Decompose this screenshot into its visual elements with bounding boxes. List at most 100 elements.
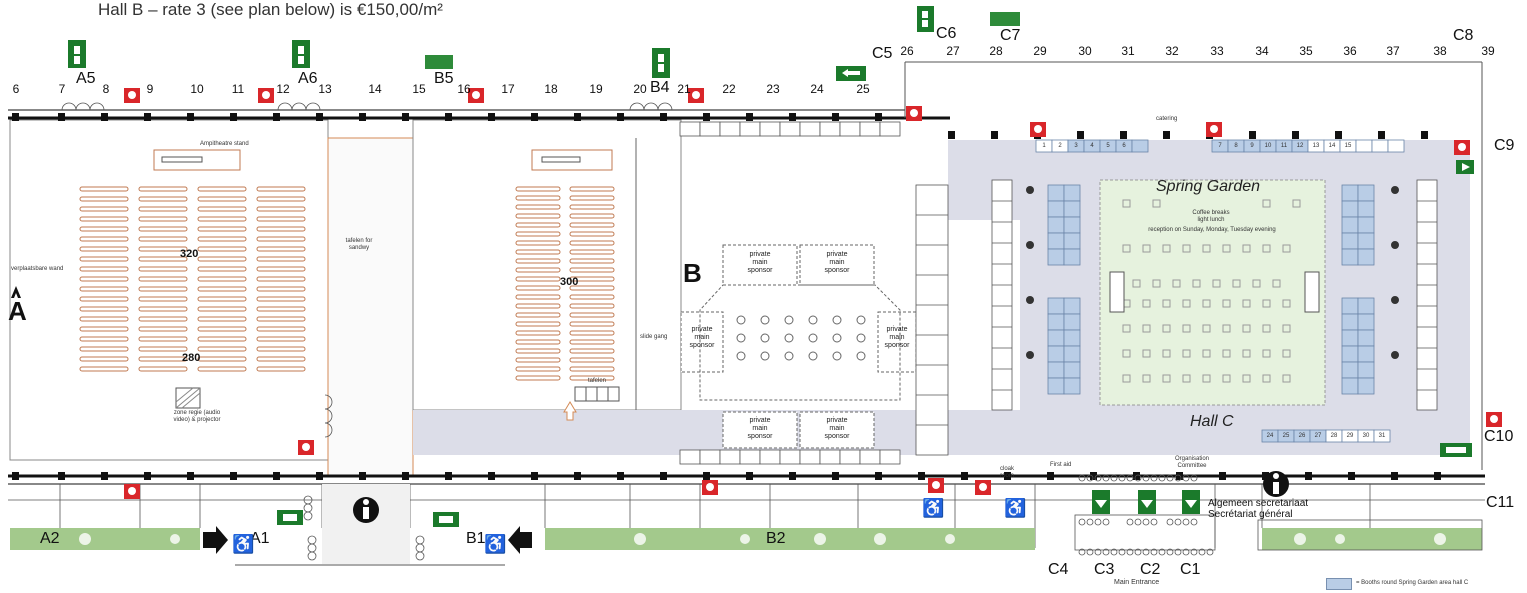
exit-label-c6: C6 bbox=[936, 25, 957, 42]
garden-note-2: light lunch bbox=[1197, 217, 1225, 223]
wheelchair-icon: ♿ bbox=[484, 534, 507, 554]
exit-label-b2: B2 bbox=[766, 530, 786, 547]
booth-number: 1 bbox=[1042, 143, 1046, 149]
hall-b-seating bbox=[515, 186, 615, 381]
garden-note-3: reception on Sunday, Monday, Tuesday eve… bbox=[1148, 227, 1276, 233]
service-rooms bbox=[8, 484, 1485, 548]
hall-a-tables-note: tafelen for sandwy bbox=[345, 238, 373, 251]
cloak-room-label: cloak room bbox=[999, 466, 1014, 479]
grass-trees bbox=[79, 533, 1446, 545]
column-number: 24 bbox=[810, 82, 824, 96]
wheelchair-icon: ♿ bbox=[1004, 498, 1027, 518]
column-number: 16 bbox=[457, 82, 471, 96]
entrance-arrow-b1-icon bbox=[508, 526, 532, 554]
exit-label-a5: A5 bbox=[76, 70, 96, 87]
wheelchair-icon: ♿ bbox=[232, 534, 255, 554]
booth-number: 2 bbox=[1058, 143, 1062, 149]
exit-label-c9: C9 bbox=[1494, 137, 1515, 154]
booth-number: 24 bbox=[1266, 433, 1274, 439]
column-number: 27 bbox=[946, 44, 960, 58]
booth-number: 15 bbox=[1344, 143, 1352, 149]
column-number: 19 bbox=[589, 82, 603, 96]
alarm-markers bbox=[124, 88, 1502, 499]
column-number: 39 bbox=[1481, 44, 1495, 58]
booth-number: 4 bbox=[1090, 143, 1094, 149]
booth-number: 8 bbox=[1234, 143, 1238, 149]
organisation-label: Organisation Committee bbox=[1174, 456, 1210, 469]
garden-note-1: Coffee breaks bbox=[1192, 210, 1230, 216]
exit-label-c10: C10 bbox=[1484, 428, 1514, 445]
booth-number: 28 bbox=[1330, 433, 1338, 439]
exit-label-c2: C2 bbox=[1140, 561, 1161, 578]
exit-label-c11: C11 bbox=[1486, 494, 1515, 511]
booth-number: 10 bbox=[1264, 143, 1272, 149]
hall-c-right-booths bbox=[1341, 184, 1375, 395]
revolving-doors bbox=[303, 495, 425, 561]
column-number: 25 bbox=[856, 82, 870, 96]
hall-b-stage bbox=[531, 149, 613, 171]
entrance-arrow-a1-icon bbox=[203, 526, 228, 554]
exit-label-c5: C5 bbox=[872, 45, 893, 62]
door-arcs bbox=[61, 102, 673, 438]
hall-c-label: Hall C bbox=[1190, 413, 1234, 430]
spring-garden-title: Spring Garden bbox=[1156, 178, 1261, 195]
column-number: 10 bbox=[190, 82, 204, 96]
column-number: 14 bbox=[368, 82, 382, 96]
booth-number: 3 bbox=[1074, 143, 1078, 149]
garden-tables bbox=[1122, 199, 1301, 383]
exit-label-b1: B1 bbox=[466, 530, 486, 547]
column-number: 23 bbox=[766, 82, 780, 96]
column-number: 33 bbox=[1210, 44, 1224, 58]
main-entrance-doors bbox=[1074, 474, 1216, 556]
hall-a-arrow-icon bbox=[11, 286, 21, 298]
column-number: 28 bbox=[989, 44, 1003, 58]
round-tables bbox=[736, 315, 866, 361]
top-stand-row bbox=[679, 121, 901, 137]
column-number: 11 bbox=[231, 82, 245, 96]
hall-a-wall-note: verplaatsbare wand bbox=[11, 266, 64, 272]
column-number: 32 bbox=[1165, 44, 1179, 58]
hall-c-columns bbox=[1026, 186, 1399, 359]
booth-number: 11 bbox=[1280, 143, 1288, 149]
legend-swatch bbox=[1326, 578, 1352, 590]
first-aid-label: First aid bbox=[1050, 462, 1072, 468]
up-arrow-icon bbox=[563, 401, 577, 421]
booth-number: 31 bbox=[1378, 433, 1386, 439]
exit-label-a6: A6 bbox=[298, 70, 318, 87]
column-number: 7 bbox=[58, 82, 66, 96]
hall-c-partitions bbox=[915, 179, 1438, 456]
info-icons bbox=[353, 471, 1289, 523]
exit-label-b5: B5 bbox=[434, 70, 454, 87]
hall-b-label: B bbox=[683, 258, 702, 288]
column-number: 8 bbox=[102, 82, 110, 96]
column-number: 30 bbox=[1078, 44, 1092, 58]
column-number: 6 bbox=[12, 82, 20, 96]
column-number: 18 bbox=[544, 82, 558, 96]
exit-label-b4: B4 bbox=[650, 79, 670, 96]
column-number: 31 bbox=[1121, 44, 1135, 58]
pillars-bottom bbox=[12, 472, 1441, 480]
column-number: 26 bbox=[900, 44, 914, 58]
exit-label-c7: C7 bbox=[1000, 27, 1021, 44]
booth-number: 6 bbox=[1122, 143, 1126, 149]
hall-a-stage-note: Ampitheatre stand bbox=[200, 141, 249, 147]
wheelchair-icon: ♿ bbox=[922, 498, 945, 518]
booth-number: 26 bbox=[1298, 433, 1306, 439]
column-number: 15 bbox=[412, 82, 426, 96]
booth-number: 5 bbox=[1106, 143, 1110, 149]
seat-count-b: 300 bbox=[560, 276, 579, 288]
column-number: 12 bbox=[276, 82, 290, 96]
exit-label-c3: C3 bbox=[1094, 561, 1115, 578]
hall-c-top-booths bbox=[1035, 139, 1405, 153]
booth-number: 7 bbox=[1218, 143, 1222, 149]
column-number: 13 bbox=[318, 82, 332, 96]
column-number: 9 bbox=[146, 82, 154, 96]
booth-number: 30 bbox=[1362, 433, 1370, 439]
hall-a-projector-note: zone regie (audio video) & projector bbox=[173, 410, 221, 423]
exit-label-c1: C1 bbox=[1180, 561, 1201, 578]
booth-number: 14 bbox=[1328, 143, 1336, 149]
